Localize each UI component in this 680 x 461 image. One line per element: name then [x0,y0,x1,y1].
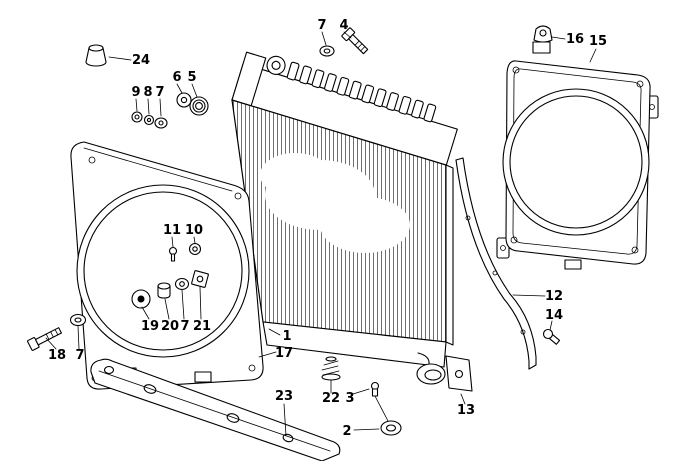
grommet-5 [189,96,209,116]
washer-7-lower [69,313,87,327]
fan-shroud-right [496,41,659,270]
callout-24: 24 [132,53,150,68]
washer-7-hub [174,277,190,291]
callout-11: 11 [163,223,181,238]
rubber-cap-24 [85,44,107,67]
bushing-20 [157,282,171,299]
callout-3: 3 [345,391,354,406]
callout-16: 16 [566,32,584,47]
callout-21: 21 [193,319,211,334]
callout-labels: 7 4 16 15 24 9 8 7 6 5 11 10 19 20 7 21 … [48,18,607,439]
callout-1: 1 [282,329,291,344]
callout-19: 19 [141,319,159,334]
bolt-18 [27,327,62,351]
spring-22 [321,356,341,381]
bolt-4 [341,27,369,55]
grommet-6 [176,92,192,108]
callout-22: 22 [322,391,340,406]
leader-lines [45,31,597,437]
washer-8 [143,114,155,126]
callout-4: 4 [339,18,348,33]
plug-3 [370,381,389,422]
grommet-19 [131,289,151,309]
support-bar [90,358,341,461]
filler-neck [266,55,286,75]
callout-20: 20 [161,319,179,334]
nut-9 [131,111,143,123]
core-highlight [260,153,410,253]
grommet-2 [380,420,402,436]
square-nut-21 [191,270,209,288]
callout-14: 14 [545,308,563,323]
callout-7-upper-left: 7 [155,85,164,100]
radiator [231,51,458,385]
washer-7-top [319,45,335,57]
callout-18: 18 [48,348,66,363]
callout-12: 12 [545,289,563,304]
callout-8: 8 [143,85,152,100]
callout-10: 10 [185,223,203,238]
bracket-13 [445,355,473,392]
callout-15: 15 [589,34,607,49]
callout-23: 23 [275,389,293,404]
radiator-side-strip [445,164,454,346]
callout-2: 2 [342,424,351,439]
gasket-strip [455,157,537,370]
callout-9: 9 [131,85,140,100]
callout-13: 13 [457,403,475,418]
fan-shroud-left [70,141,264,390]
callout-7-hub: 7 [180,319,189,334]
clip-16 [533,25,553,43]
callout-6: 6 [172,70,181,85]
radiator-top-tank [231,51,458,167]
callout-17: 17 [275,346,293,361]
radiator-outlet [416,352,446,385]
callout-7-top: 7 [317,18,326,33]
washer-10 [188,242,202,256]
stud-11 [168,246,178,262]
callout-5: 5 [187,70,196,85]
callout-7-lower-left: 7 [75,348,84,363]
shroud-tab [532,41,551,54]
bolt-14 [542,328,561,345]
washer-7-upper [154,117,168,129]
radiator-bottom-tank [262,321,447,368]
